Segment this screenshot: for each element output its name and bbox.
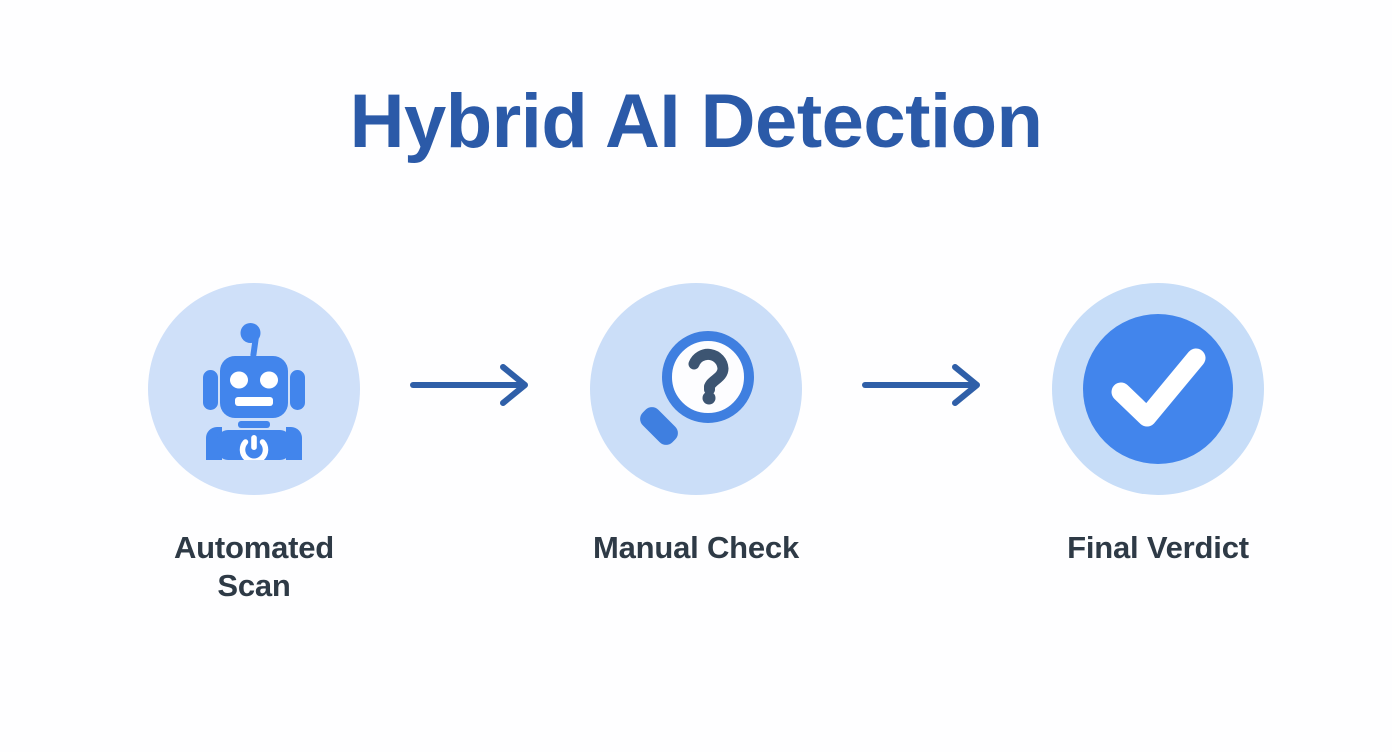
step-label-line-1: Final Verdict: [1067, 530, 1249, 565]
step-label: Manual Check: [546, 529, 846, 567]
page-title: Hybrid AI Detection: [349, 79, 1043, 164]
step-label-line-2: Scan: [217, 568, 291, 604]
process-flow: Automated Scan: [0, 275, 1392, 615]
check-circle-icon: [1081, 312, 1235, 466]
arrow-step2-step3: [862, 355, 992, 415]
arrow-step1-step2: [410, 355, 540, 415]
step-final-verdict[interactable]: Final Verdict: [1008, 275, 1308, 567]
robot-icon: [188, 318, 320, 460]
step-icon-circle: [1052, 283, 1264, 495]
step-icon-circle: [148, 283, 360, 495]
step-label: Final Verdict: [1008, 529, 1308, 567]
step-automated-scan[interactable]: Automated Scan: [104, 275, 404, 606]
magnifier-question-icon: [626, 319, 766, 459]
step-label: Automated Scan: [104, 529, 404, 606]
step-icon-circle: [590, 283, 802, 495]
step-manual-check[interactable]: Manual Check: [546, 275, 846, 567]
step-label-line-1: Manual Check: [592, 530, 800, 565]
step-label-line-1: Automated: [173, 530, 335, 565]
